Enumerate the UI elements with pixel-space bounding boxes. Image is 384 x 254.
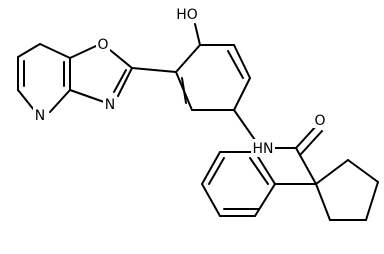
cyclopentane-ring	[315, 159, 379, 221]
bond	[113, 69, 127, 93]
bond	[347, 159, 379, 183]
bond	[69, 45, 97, 59]
atom-oxazole-oxygen: O	[96, 34, 110, 53]
phenol-ring	[175, 44, 251, 111]
atom-oxazole-nitrogen: N	[103, 94, 117, 113]
atom-label: N	[35, 108, 45, 124]
bond	[69, 89, 105, 103]
phenyl-ring	[201, 151, 276, 217]
atom-label: HO	[176, 7, 198, 23]
atom-carbonyl-oxygen: O	[313, 110, 327, 129]
bond	[17, 43, 41, 58]
bond	[315, 159, 349, 185]
bond	[39, 43, 71, 59]
atom-label: HN	[253, 141, 274, 157]
bond	[295, 124, 318, 149]
bond	[201, 151, 221, 185]
bond	[254, 151, 276, 185]
bond	[109, 49, 133, 69]
bond	[208, 157, 225, 185]
bond	[315, 183, 331, 221]
bond	[300, 130, 323, 155]
bond	[233, 77, 251, 111]
bond	[194, 23, 201, 46]
bond	[249, 157, 269, 185]
bond	[175, 44, 201, 73]
bond	[17, 89, 35, 111]
atom-hydroxyl: HO	[174, 5, 200, 23]
atom-pyridine-nitrogen: N	[33, 105, 47, 124]
atom-amide-nh: HN	[251, 139, 275, 157]
bond	[201, 183, 221, 217]
atom-label: O	[314, 113, 325, 129]
bond	[227, 50, 244, 79]
atom-label: O	[97, 37, 108, 53]
bond	[117, 67, 133, 97]
bond	[254, 183, 276, 217]
bond	[233, 109, 256, 141]
oxazole-ring	[69, 45, 133, 103]
pyridine-ring	[17, 43, 71, 113]
bond	[49, 89, 71, 113]
bond	[233, 44, 251, 79]
bond	[181, 77, 187, 104]
bond	[365, 181, 379, 221]
bond	[131, 67, 177, 73]
atom-label: N	[105, 97, 115, 113]
bond	[295, 147, 317, 185]
